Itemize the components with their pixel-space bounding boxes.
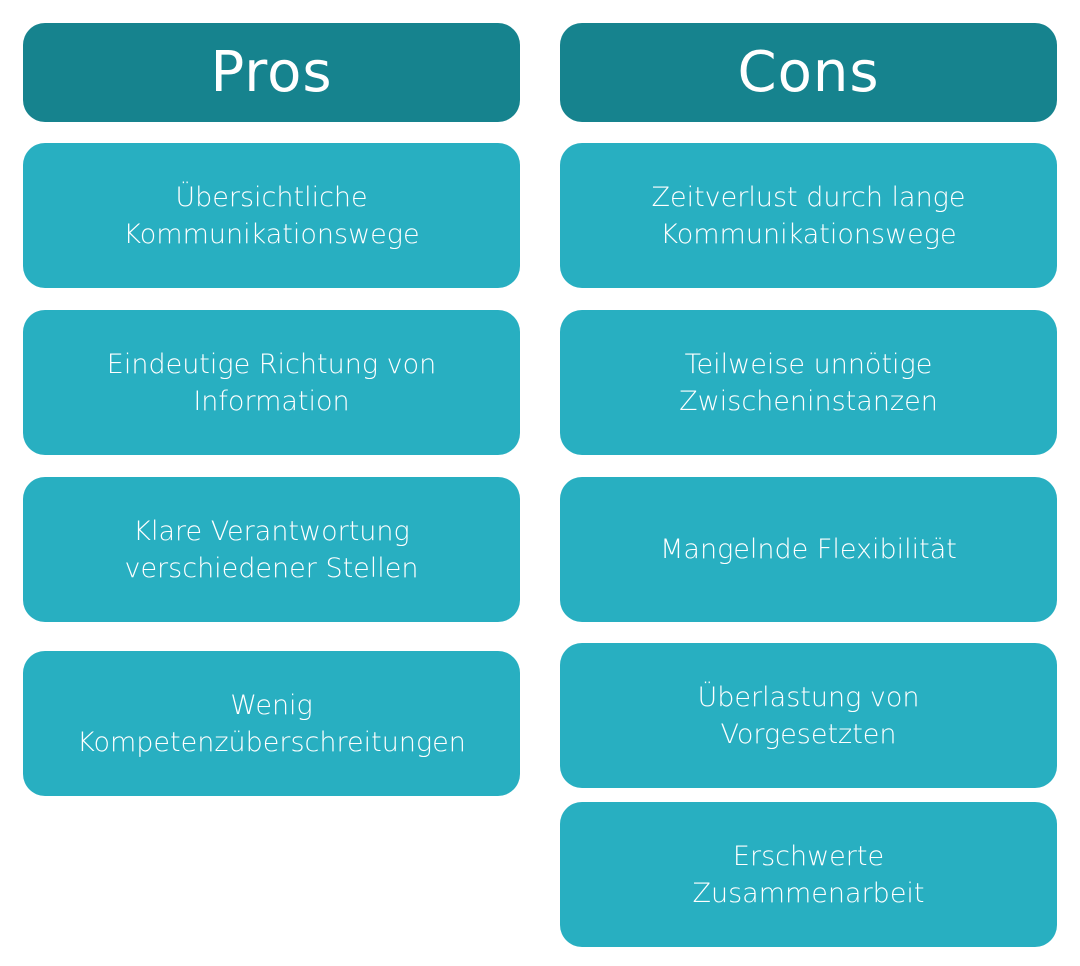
- pros-item: Eindeutige Richtung von Information: [23, 310, 520, 455]
- pros-item: Klare Verantwortung verschiedener Stelle…: [23, 477, 520, 622]
- cons-item: Mangelnde Flexibilität: [560, 477, 1057, 622]
- cons-item: Überlastung von Vorgesetzten: [560, 643, 1057, 788]
- cons-item: Zeitverlust durch lange Kommunikationswe…: [560, 143, 1057, 288]
- pros-item: Wenig Kompetenzüberschreitungen: [23, 651, 520, 796]
- pros-item: Übersichtliche Kommunikationswege: [23, 143, 520, 288]
- pros-header: Pros: [23, 23, 520, 122]
- cons-header: Cons: [560, 23, 1057, 122]
- cons-item: Erschwerte Zusammenarbeit: [560, 802, 1057, 947]
- pros-title: Pros: [210, 40, 333, 105]
- cons-title: Cons: [737, 40, 880, 105]
- cons-item: Teilweise unnötige Zwischeninstanzen: [560, 310, 1057, 455]
